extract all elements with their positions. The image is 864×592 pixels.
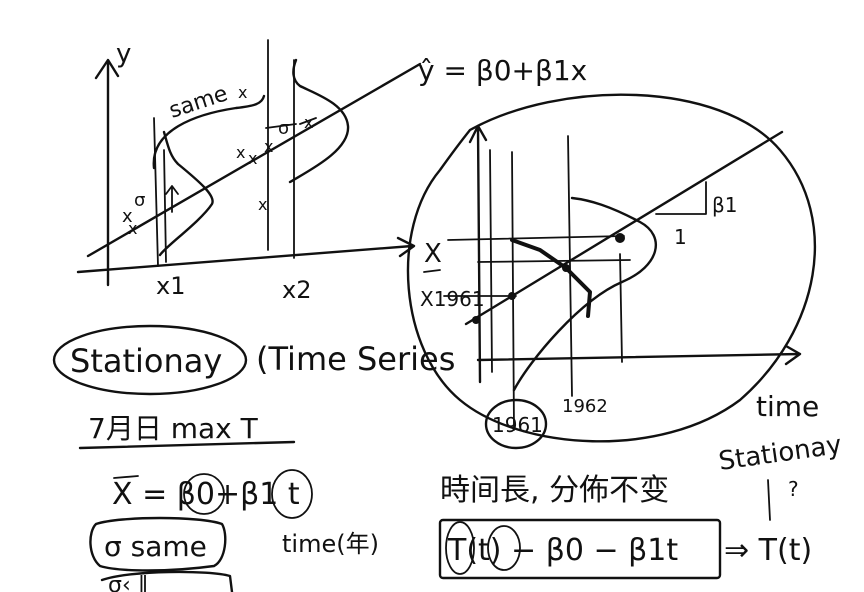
question-mark: ? (788, 477, 799, 501)
notes-section: Stationay (Time Series 7月日 max T X = β0+… (52, 324, 844, 592)
regression-equation: ŷ = β0+β1x (418, 54, 587, 87)
sigma-same-label: σ same (104, 530, 207, 563)
xbar-overline (423, 269, 441, 273)
point-mark-3: x (236, 143, 245, 162)
sigma-label-left: σ (134, 190, 145, 211)
point-mark-1: x (122, 206, 133, 227)
partial-line-label: σ‹ ‖ (108, 573, 149, 592)
xbar-eq-overline (113, 475, 139, 479)
transform-equation: T(t) − β0 − β1t (447, 533, 678, 568)
point-mid (562, 264, 570, 272)
stationary-circle (52, 324, 248, 396)
x2-label: x2 (282, 276, 311, 304)
distribution-curve (512, 196, 657, 392)
one-label: 1 (674, 225, 687, 249)
transform-box (438, 518, 722, 580)
point-top (615, 233, 625, 243)
point-mark-5: x (264, 137, 273, 156)
t-small-circle (487, 525, 521, 571)
sigma-label-right: σ (278, 118, 289, 139)
stationary-label-2: Stationay (717, 430, 844, 477)
right-time-plot: time β1 1 X X1961 1962 1961 (406, 93, 819, 450)
right-x-axis (476, 344, 802, 366)
stationary-pointer (767, 479, 771, 521)
xbar-label: X (424, 239, 442, 269)
sigma-arrow-left (165, 185, 179, 213)
point-mark-8: x (304, 113, 313, 132)
right-plot-circle (406, 93, 817, 443)
thick-trace (510, 238, 592, 318)
sigma-bracket-right (265, 117, 317, 129)
time-series-label: (Time Series (256, 340, 455, 378)
point-1961 (508, 292, 516, 300)
partial-box (100, 570, 234, 592)
x1-label: x1 (156, 272, 185, 300)
point-mark-6: x (258, 195, 267, 214)
arrow-result: ⇒ T(t) (724, 533, 812, 568)
left-x-axis (76, 236, 416, 274)
july-max-label: 7月日 max T (88, 412, 259, 445)
t1961-circle (484, 398, 548, 450)
sigma-same-box (89, 516, 227, 572)
t-circle (271, 469, 313, 519)
beta1-label: β1 (712, 193, 738, 217)
right-regression-line (464, 130, 784, 326)
left-regression-line (86, 62, 422, 258)
t1962-label: 1962 (562, 396, 608, 417)
x1-line-a (153, 117, 159, 267)
time-note: time(年) (282, 530, 379, 558)
chinese-note: 時间長, 分佈不变 (440, 473, 669, 508)
t1961-label: 1961 (492, 413, 543, 437)
point-mark-2: x (128, 219, 137, 238)
xbar-line (447, 235, 625, 241)
x1-line-b (163, 149, 167, 263)
point-mark-7: x (238, 83, 247, 102)
beta0-circle (183, 473, 225, 515)
right-y-axis (468, 124, 488, 384)
same-arc (152, 94, 266, 170)
x2-normal-curve (288, 58, 350, 184)
time-line-1961 (511, 151, 515, 431)
stationary-label: Stationay (70, 342, 222, 380)
july-underline (78, 440, 296, 450)
left-y-axis (94, 58, 120, 287)
time-line-1962 (567, 135, 573, 397)
xbar-equation: X = β0+β1 t (112, 477, 300, 512)
slope-triangle (655, 181, 707, 215)
left-y-axis-label: y (116, 39, 131, 69)
point-mark-4: x (248, 149, 257, 168)
x1961-label: X1961 (420, 287, 485, 311)
time-axis-label: time (756, 390, 819, 423)
x1-normal-curve (158, 130, 214, 257)
T-circle (445, 521, 475, 575)
point-left (472, 316, 480, 324)
left-regression-plot: y same σ σ x x x x x x x x ŷ = β0+β1x (76, 39, 587, 304)
time-line-3 (619, 253, 623, 363)
